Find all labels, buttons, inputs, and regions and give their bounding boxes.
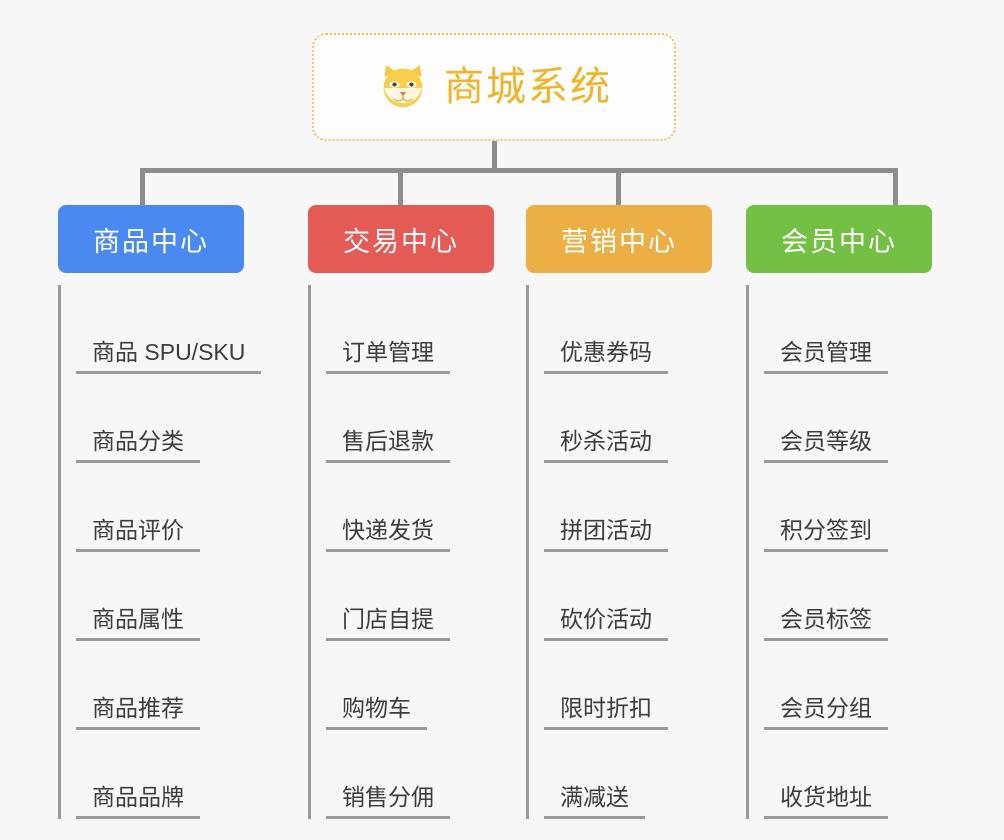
leaf-label: 会员标签 <box>764 607 888 641</box>
connector-drop-1 <box>398 168 403 205</box>
leaf-label: 商品推荐 <box>76 696 200 730</box>
list-item[interactable]: 砍价活动 <box>544 552 712 641</box>
connector-root-stem <box>492 141 497 170</box>
branch-stem <box>58 285 61 819</box>
branch-member: 会员管理 会员等级 积分签到 会员标签 会员分组 收货地址 <box>746 285 932 819</box>
list-item[interactable]: 商品评价 <box>76 463 261 552</box>
leaf-label: 销售分佣 <box>326 785 450 819</box>
list-item[interactable]: 收货地址 <box>764 730 932 819</box>
list-item[interactable]: 门店自提 <box>326 552 494 641</box>
category-header-member[interactable]: 会员中心 <box>746 205 932 273</box>
root-node[interactable]: 商城系统 <box>312 33 676 141</box>
list-item[interactable]: 满减送 <box>544 730 712 819</box>
list-item[interactable]: 优惠券码 <box>544 285 712 374</box>
leaf-label: 商品属性 <box>76 607 200 641</box>
leaf-label: 满减送 <box>544 785 645 819</box>
connector-drop-3 <box>893 168 898 205</box>
list-item[interactable]: 积分签到 <box>764 463 932 552</box>
connector-drop-0 <box>140 168 145 205</box>
list-item[interactable]: 会员分组 <box>764 641 932 730</box>
leaf-label: 商品品牌 <box>76 785 200 819</box>
leaf-label: 会员等级 <box>764 429 888 463</box>
category-column-marketing: 营销中心 优惠券码 秒杀活动 拼团活动 砍价活动 限时折扣 满减送 <box>526 205 712 819</box>
category-column-trade: 交易中心 订单管理 售后退款 快递发货 门店自提 购物车 销售分佣 <box>308 205 494 819</box>
leaf-label: 快递发货 <box>326 518 450 552</box>
branch-product: 商品 SPU/SKU 商品分类 商品评价 商品属性 商品推荐 商品品牌 <box>58 285 262 819</box>
branch-marketing: 优惠券码 秒杀活动 拼团活动 砍价活动 限时折扣 满减送 <box>526 285 712 819</box>
leaf-label: 商品评价 <box>76 518 200 552</box>
list-item[interactable]: 商品品牌 <box>76 730 261 819</box>
shiba-dog-face-icon <box>376 60 430 114</box>
leaf-label: 积分签到 <box>764 518 888 552</box>
leaf-label: 购物车 <box>326 696 427 730</box>
list-item[interactable]: 商品推荐 <box>76 641 261 730</box>
list-item[interactable]: 售后退款 <box>326 374 494 463</box>
list-item[interactable]: 秒杀活动 <box>544 374 712 463</box>
leaf-label: 订单管理 <box>326 340 450 374</box>
connector-drop-2 <box>616 168 621 205</box>
list-item[interactable]: 限时折扣 <box>544 641 712 730</box>
leaf-label: 售后退款 <box>326 429 450 463</box>
list-item[interactable]: 销售分佣 <box>326 730 494 819</box>
leaf-label: 会员分组 <box>764 696 888 730</box>
leaf-label: 砍价活动 <box>544 607 668 641</box>
branch-trade: 订单管理 售后退款 快递发货 门店自提 购物车 销售分佣 <box>308 285 494 819</box>
branch-stem <box>526 285 529 819</box>
root-title: 商城系统 <box>444 65 612 109</box>
category-header-marketing[interactable]: 营销中心 <box>526 205 712 273</box>
leaf-label: 拼团活动 <box>544 518 668 552</box>
branch-stem <box>746 285 749 819</box>
leaf-label: 商品 SPU/SKU <box>76 340 262 374</box>
list-item[interactable]: 商品属性 <box>76 552 261 641</box>
list-item[interactable]: 快递发货 <box>326 463 494 552</box>
leaf-label: 秒杀活动 <box>544 429 668 463</box>
list-item[interactable]: 购物车 <box>326 641 494 730</box>
list-item[interactable]: 会员管理 <box>764 285 932 374</box>
leaf-label: 门店自提 <box>326 607 450 641</box>
category-column-product: 商品中心 商品 SPU/SKU 商品分类 商品评价 商品属性 商品推荐 商品品牌 <box>58 205 262 819</box>
leaf-label: 优惠券码 <box>544 340 668 374</box>
leaf-label: 限时折扣 <box>544 696 668 730</box>
list-item[interactable]: 会员等级 <box>764 374 932 463</box>
branch-stem <box>308 285 311 819</box>
list-item[interactable]: 商品分类 <box>76 374 261 463</box>
connector-horizontal-bus <box>140 168 898 173</box>
list-item[interactable]: 会员标签 <box>764 552 932 641</box>
category-header-trade[interactable]: 交易中心 <box>308 205 494 273</box>
list-item[interactable]: 订单管理 <box>326 285 494 374</box>
list-item[interactable]: 拼团活动 <box>544 463 712 552</box>
leaf-label: 商品分类 <box>76 429 200 463</box>
list-item[interactable]: 商品 SPU/SKU <box>76 285 262 374</box>
category-column-member: 会员中心 会员管理 会员等级 积分签到 会员标签 会员分组 收货地址 <box>746 205 932 819</box>
leaf-label: 会员管理 <box>764 340 888 374</box>
leaf-label: 收货地址 <box>764 785 888 819</box>
category-header-product[interactable]: 商品中心 <box>58 205 244 273</box>
